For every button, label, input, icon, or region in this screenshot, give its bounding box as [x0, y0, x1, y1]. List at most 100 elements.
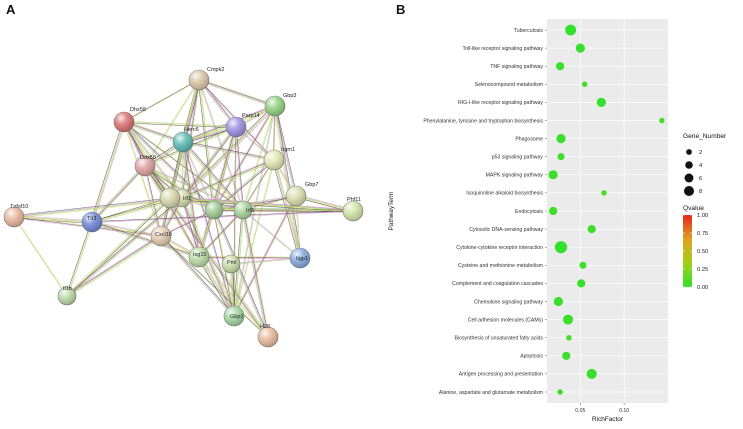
network-edge: [66, 197, 182, 296]
data-point: [566, 334, 572, 341]
network-edge: [230, 257, 300, 264]
data-point: [587, 224, 596, 234]
y-tick-label: Complement and coagulation cascades: [452, 281, 543, 287]
network-edge: [144, 79, 199, 166]
network-edge: [198, 257, 234, 317]
data-point: [557, 153, 565, 161]
network-edge: [198, 209, 244, 258]
color-legend-label: 0.75: [697, 231, 708, 237]
network-node: Gbp3: [264, 93, 296, 117]
data-point: [556, 134, 566, 144]
network-edge: [198, 256, 301, 259]
network-node: Phf11: [342, 197, 364, 222]
network-node: Tnfsf10: [3, 204, 28, 228]
network-edge: [90, 121, 123, 222]
data-point: [562, 351, 571, 360]
network-edge: [14, 198, 183, 218]
node-shading: [264, 150, 284, 170]
y-tick-label: p53 signaling pathway: [492, 155, 544, 161]
network-edge: [181, 158, 274, 198]
color-legend-labels: 1.000.750.500.250.00: [683, 213, 708, 291]
network-edge: [124, 120, 184, 141]
data-point: [565, 24, 577, 36]
network-edge: [124, 121, 244, 210]
panel-a-label: A: [6, 2, 16, 17]
network-edge: [213, 194, 296, 210]
y-tick-label: Cytokine-cytokine receptor interaction: [456, 245, 543, 251]
network-edge: [243, 209, 301, 258]
network-node: Parp14: [225, 113, 260, 138]
network-edge: [67, 236, 162, 297]
network-edge: [161, 235, 235, 316]
node-shading: [265, 96, 285, 116]
network-node: Herc6: [172, 127, 199, 153]
network-edge: [143, 166, 199, 258]
network-edge: [91, 121, 124, 222]
y-tick-label: Isoquinoline alkaloid biosynthesis: [466, 191, 543, 197]
network-edge: [14, 216, 68, 296]
node-label: Tlr3: [87, 216, 96, 222]
network-edge: [199, 79, 244, 210]
network-node: Irgm1: [263, 147, 295, 171]
network-edge: [65, 221, 92, 296]
network-edge: [199, 256, 269, 337]
network-edge: [13, 197, 182, 217]
data-point: [557, 389, 563, 395]
size-legend-title: Gene_Number: [683, 133, 727, 140]
network-edge: [66, 221, 93, 297]
size-legend-label: 4: [699, 163, 703, 169]
network-edge: [180, 126, 236, 198]
network-edge: [124, 120, 237, 127]
node-shading: [58, 287, 76, 305]
node-shading: [135, 156, 155, 176]
network-node: Irf3: [233, 200, 254, 220]
network-edge: [91, 222, 199, 258]
network-edge: [124, 121, 184, 142]
network-edge: [199, 79, 276, 106]
network-edge: [182, 160, 275, 199]
enrichment-dot-chart: Alanine, aspartate and glutamate metabol…: [388, 19, 727, 423]
color-legend-label: 1.00: [697, 213, 708, 219]
network-edge: [212, 105, 275, 210]
data-point: [549, 206, 558, 216]
network-edge: [67, 236, 162, 298]
network-edge: [214, 209, 270, 337]
network-edge: [231, 258, 301, 265]
network-edge: [160, 236, 234, 317]
network-edge: [90, 164, 145, 222]
node-label: Isg15: [193, 252, 206, 258]
node-shading: [258, 327, 278, 347]
network-edge: [198, 209, 243, 257]
size-legend-label: 8: [699, 189, 702, 195]
network-edge: [65, 196, 182, 296]
network-edge: [91, 210, 353, 222]
network-edge: [92, 221, 200, 257]
node-shading: [114, 112, 134, 132]
network-node: Cmpk2: [188, 67, 224, 91]
y-tick-label: Endocytosis: [515, 209, 543, 215]
network-edge: [123, 122, 161, 237]
size-legend-dot: [685, 161, 693, 169]
network-graph: Cmpk2Gbp3Dhx58Parp14Herc6Irgm1Ddx58Gbp7I…: [3, 67, 364, 348]
network-edge: [67, 198, 183, 297]
network-edge: [92, 221, 162, 236]
network-edge: [214, 106, 277, 211]
y-tick-label: MAPK signaling pathway: [486, 173, 544, 179]
data-point: [556, 62, 565, 71]
network-node: [159, 187, 181, 209]
network-edge: [92, 220, 200, 256]
network-node: Cxcl10: [150, 225, 172, 247]
y-tick-label: TNF signaling pathway: [490, 64, 543, 70]
network-edge: [233, 159, 274, 316]
network-node: Dhx58: [113, 107, 146, 133]
node-shading: [189, 247, 209, 267]
network-edge: [242, 210, 300, 259]
network-edge: [181, 159, 274, 198]
node-label: Cmpk2: [207, 67, 224, 73]
size-legend-label: 6: [699, 176, 702, 182]
network-edge: [123, 122, 236, 129]
network-edge: [275, 105, 301, 258]
network-edge: [92, 166, 147, 224]
